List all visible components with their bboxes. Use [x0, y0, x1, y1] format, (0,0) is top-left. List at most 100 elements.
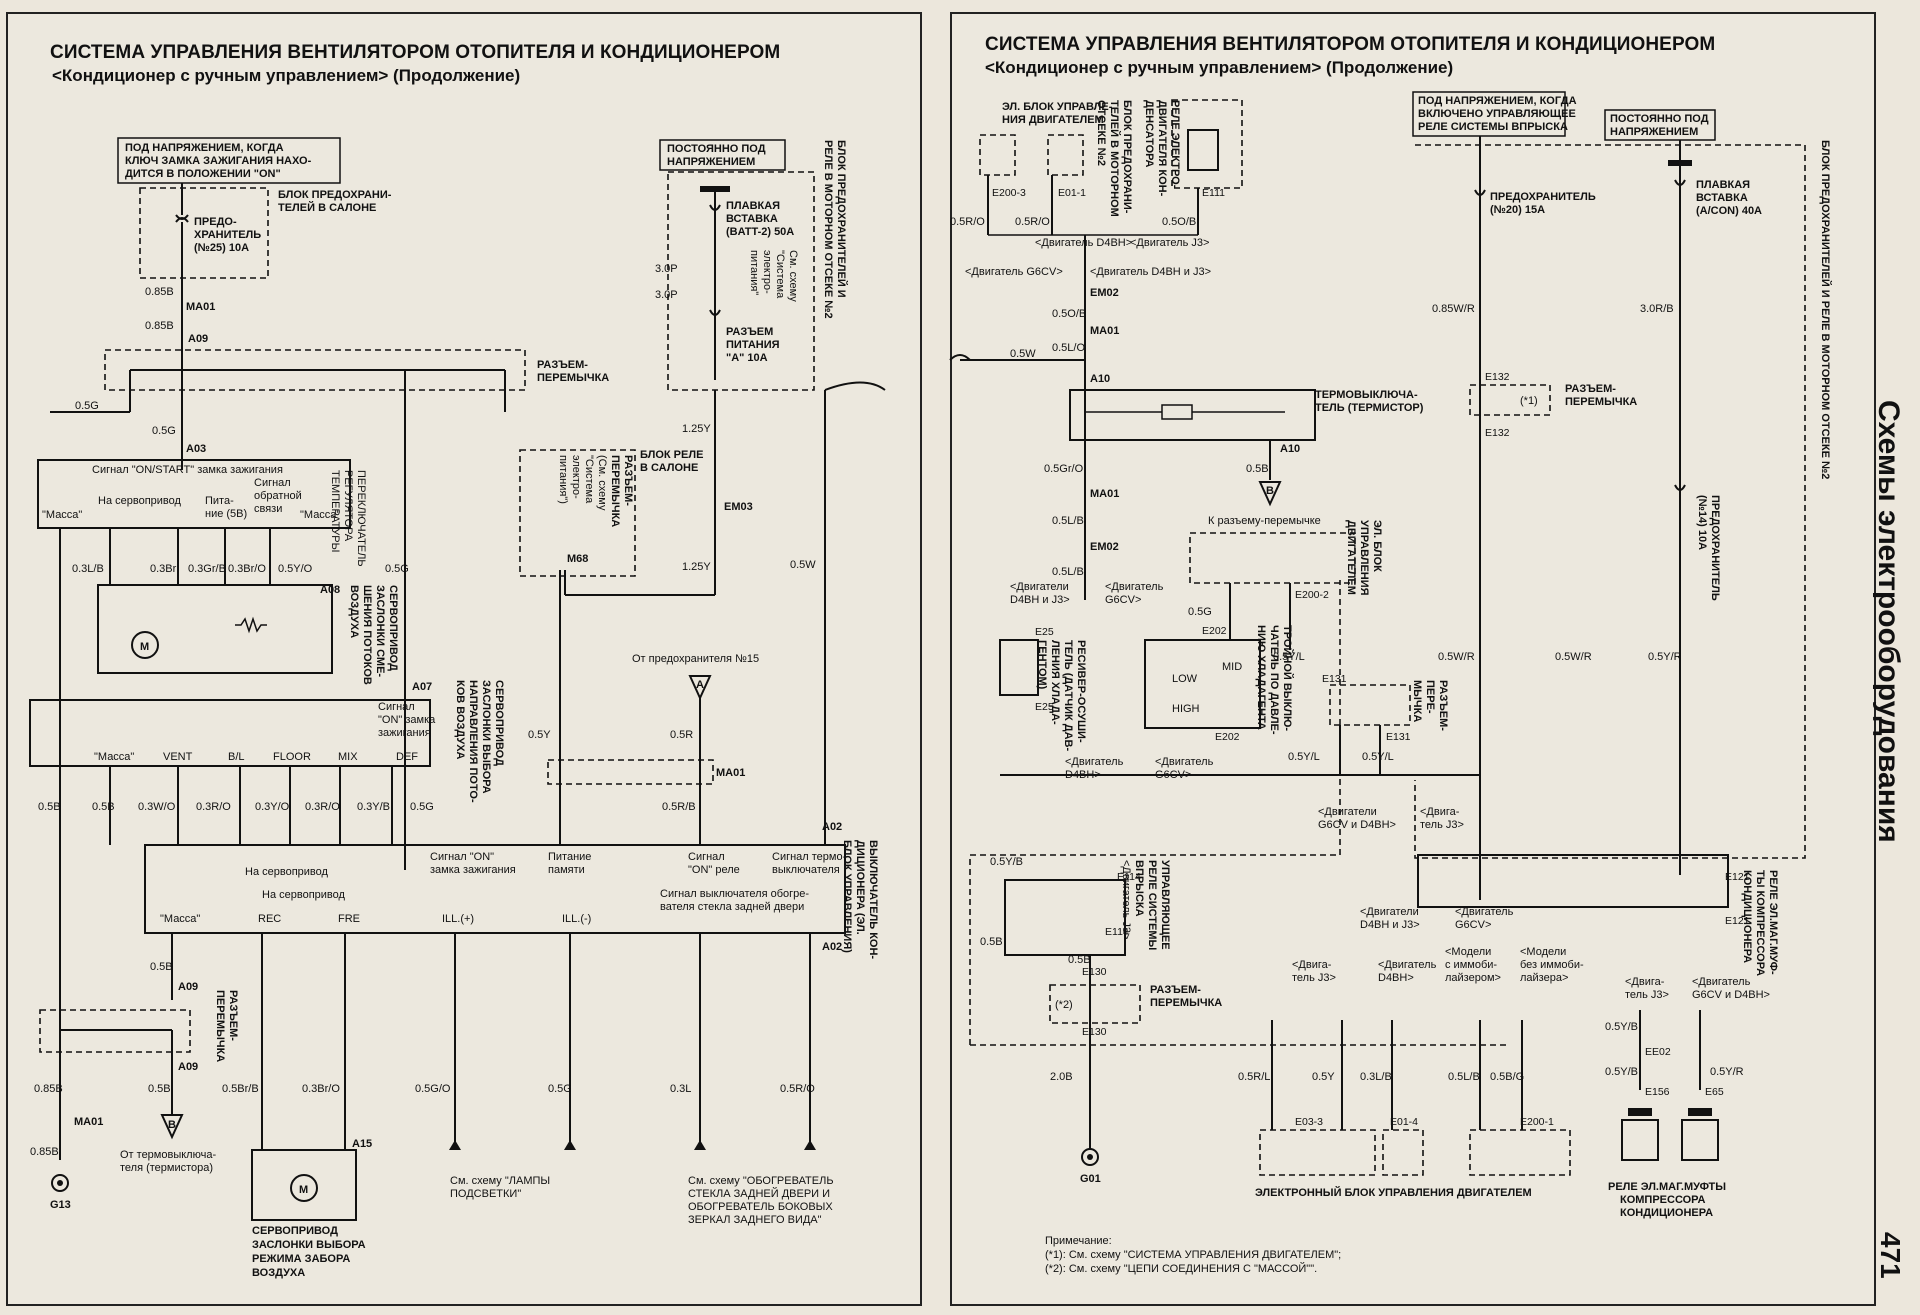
wire-0.5Br/B: 0.5Br/B	[222, 1083, 259, 1095]
sw-sig-on-2: замка зажигания	[430, 864, 516, 876]
inj-box-l1: ПОД НАПРЯЖЕНИЕМ, КОГДА	[1418, 95, 1577, 107]
wire-0.5R/O: 0.5R/O	[780, 1083, 815, 1095]
wire-0.5W: 0.5W	[1010, 348, 1036, 360]
sw-relay-1: Сигнал	[688, 851, 725, 863]
triple-l3: НИЮ ХЛАДАГЕНТА	[1255, 625, 1267, 730]
mode-def: DEF	[396, 751, 418, 763]
ecu-right-outline	[1189, 532, 1356, 584]
jumper-e132-l2: ПЕРЕМЫЧКА	[1565, 396, 1637, 408]
receiver-l3: ЛЕНИЯ ХЛАДА-	[1049, 640, 1061, 725]
e130-jumper	[1049, 984, 1141, 1024]
wire-0.5L/B-a: 0.5L/B	[1052, 515, 1084, 527]
conn-em02-a: EM02	[1090, 287, 1119, 299]
sig-on-start: Сигнал "ON/START" замка зажигания	[92, 464, 283, 476]
wire-0.5R: 0.5R	[670, 729, 693, 741]
conn-e202-a: E202	[1202, 625, 1227, 637]
ecu-bottom-box-1	[1259, 1129, 1376, 1176]
injection-relay-box	[1004, 879, 1126, 956]
clutch-bottom-l1: РЕЛЕ ЭЛ.МАГ.МУФТЫ	[1608, 1181, 1726, 1193]
variant-g6cv-d4bh-a: <Двигатели	[1318, 806, 1377, 818]
motor-icon: M	[131, 631, 159, 659]
to-jumper: К разъему-перемычке	[1208, 515, 1321, 527]
relay-jumper-l4: "Система	[583, 455, 595, 504]
eng-d4bh: <Двигатель D4BH>	[1035, 237, 1132, 249]
wire-2.0B: 2.0B	[1050, 1071, 1073, 1083]
const-power-box-right	[1604, 109, 1716, 141]
conn-m68: M68	[567, 553, 588, 565]
sw-rec: REC	[258, 913, 281, 925]
conn-a10-a: A10	[1090, 373, 1110, 385]
ecu-bottom-label: ЭЛЕКТРОННЫЙ БЛОК УПРАВЛЕНИЯ ДВИГАТЕЛЕМ	[1255, 1186, 1532, 1199]
variant-g6cv-d: G6CV>	[1455, 919, 1491, 931]
variant-immo-3: лайзером>	[1445, 972, 1501, 984]
wire-0.5G-b: 0.5G	[152, 425, 176, 437]
wire-0.5G-c: 0.5G	[385, 563, 409, 575]
relay-jumper-l2: ПЕРЕМЫЧКА	[609, 455, 621, 527]
variant-noimmo-3: лайзера>	[1520, 972, 1568, 984]
left-subtitle: <Кондиционер с ручным управлением> (Прод…	[52, 66, 521, 85]
variant-g6cv-d4bh-c: <Двигатель	[1692, 976, 1751, 988]
eng-d4bh-j3: <Двигатель D4BH и J3>	[1090, 266, 1211, 278]
conn-e03-3: E03-3	[1295, 1116, 1323, 1128]
jumper-short-l2: ПЕРЕ-	[1424, 680, 1436, 714]
e132-jumper	[1469, 384, 1551, 416]
cabin-fuse-block-label1: БЛОК ПРЕДОХРАНИ-	[278, 189, 392, 201]
svg-text:M: M	[299, 1184, 308, 1196]
relay-jumper-l5: электро-	[570, 455, 582, 499]
wire-0.5Y/R: 0.5Y/R	[1648, 651, 1682, 663]
wire-1.25Y-a: 1.25Y	[682, 423, 711, 435]
wire-0.5B-b: 0.5B	[92, 801, 115, 813]
left-wiring-diagram: ПОД НАПРЯЖЕНИЕМ, КОГДА КЛЮЧ ЗАМКА ЗАЖИГА…	[29, 137, 886, 1279]
sig-on-ign-2: "ON" замка	[378, 714, 436, 726]
engine-fuse-block-right-outline	[1414, 144, 1806, 859]
triple-switch-box	[1144, 639, 1261, 729]
conn-e01-1: E01-1	[1058, 187, 1086, 199]
wire-0.5B-a: 0.5B	[38, 801, 61, 813]
low-label: LOW	[1172, 673, 1198, 685]
variant-immo-1: <Модели	[1445, 946, 1491, 958]
sw-massa: "Масса"	[160, 913, 200, 925]
conn-3.0p-b: 3.0P	[655, 289, 678, 301]
wire-0.5G-a: 0.5G	[75, 400, 99, 412]
jumper-l1: РАЗЪЕМ-	[537, 359, 588, 371]
conn-e01-4: E01-4	[1390, 1116, 1418, 1128]
ecu-top-box-2	[1047, 134, 1084, 176]
cabin-fuse-block-label2: ТЕЛЕЙ В САЛОНЕ	[278, 201, 376, 214]
motor-intake-icon: M	[290, 1174, 318, 1202]
triple-l1: ТРОЙНОЙ ВЫКЛЮ-	[1281, 625, 1294, 731]
term-1: (*1)	[1520, 395, 1538, 407]
wire-0.3Br/O-b: 0.3Br/O	[302, 1083, 340, 1095]
variant-g6cv-b: G6CV>	[1105, 594, 1141, 606]
receiver-l4: ГЕНТОМ)	[1036, 640, 1048, 690]
wire-0.3L: 0.3L	[670, 1083, 691, 1095]
variant-g6cv-2: <Двигатель	[1155, 756, 1214, 768]
ecu-top-box-1	[979, 134, 1016, 176]
inj-relay-l4: <Двигатель J3>	[1120, 860, 1132, 939]
terminal-b: B	[168, 1119, 176, 1131]
inj-relay-l2: РЕЛЕ СИСТЕМЫ	[1146, 860, 1158, 951]
note-title: Примечание:	[1045, 1235, 1112, 1247]
conn-e156: E156	[1645, 1086, 1670, 1098]
jumper-bottom-outline	[39, 1009, 191, 1053]
resistor-icon	[235, 616, 267, 634]
battery-terminal-icon	[700, 186, 730, 192]
power-conn-l1: РАЗЪЕМ	[726, 326, 773, 338]
ecu-top-l2: НИЯ ДВИГАТЕЛЕМ	[1002, 114, 1104, 126]
ecu-right-l1: ЭЛ. БЛОК	[1371, 520, 1383, 572]
sw-mem-2: памяти	[548, 864, 585, 876]
fusible-batt-l1: ПЛАВКАЯ	[726, 200, 780, 212]
variant-d4bh-c: <Двигатель	[1378, 959, 1437, 971]
clutch-icon-1	[1621, 1108, 1659, 1161]
wire-0.85B-b: 0.85B	[145, 320, 174, 332]
sw-thermo-1: Сигнал термо-	[772, 851, 847, 863]
see-lamps-1: См. схему "ЛАМПЫ	[450, 1175, 550, 1187]
servo-intake-box	[251, 1149, 357, 1221]
wire-0.5Y/L-c: 0.5Y/L	[1362, 751, 1394, 763]
wire-0.5B-inj: 0.5B	[980, 936, 1003, 948]
wire-0.5G/O: 0.5G/O	[415, 1083, 451, 1095]
thermistor-icon	[1161, 404, 1193, 420]
fuse25-l2: ХРАНИТЕЛЬ	[194, 229, 261, 241]
servo-dir-l2: ЗАСЛОНКИ ВЫБОРА	[480, 680, 492, 794]
clutch-bottom-l3: КОНДИЦИОНЕРА	[1620, 1207, 1713, 1219]
temp-massa-2: "Масса"	[300, 509, 340, 521]
